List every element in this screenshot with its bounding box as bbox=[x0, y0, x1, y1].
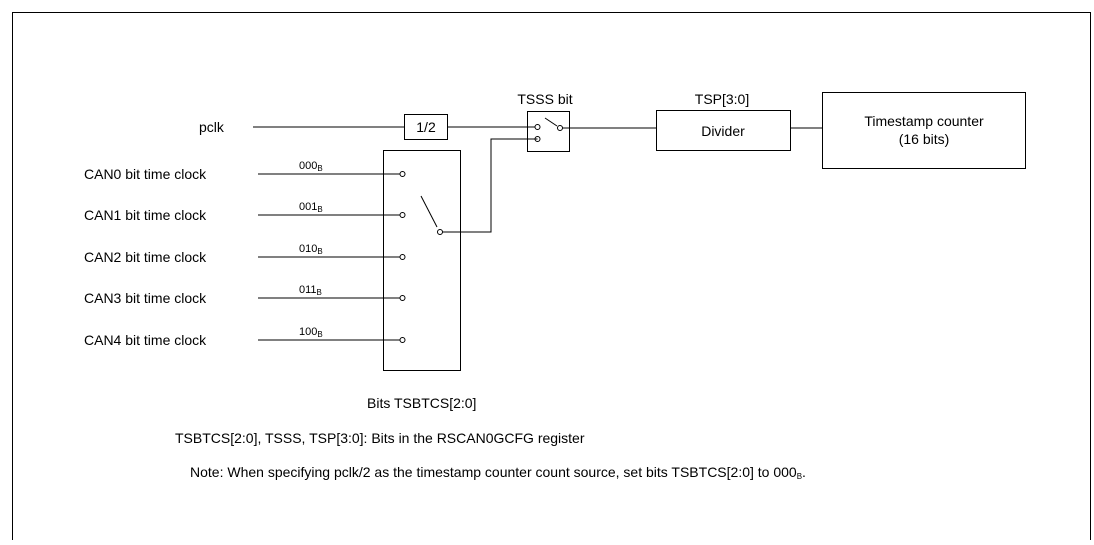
can2-label: CAN2 bit time clock bbox=[84, 249, 207, 265]
can4-input: CAN4 bit time clock 100B bbox=[84, 326, 406, 348]
can1-input: CAN1 bit time clock 001B bbox=[84, 201, 406, 223]
can2-code: 010B bbox=[299, 243, 323, 256]
can0-code: 000B bbox=[299, 160, 323, 173]
tsss-switch-box bbox=[527, 111, 570, 152]
can1-contact bbox=[399, 212, 406, 218]
counter-title: Timestamp counter bbox=[864, 113, 984, 129]
can1-label: CAN1 bit time clock bbox=[84, 207, 207, 223]
selector-label: Bits TSBTCS[2:0] bbox=[367, 395, 476, 411]
can1-code: 001B bbox=[299, 201, 323, 214]
count-source-note: Note: When specifying pclk/2 as the time… bbox=[190, 464, 806, 481]
tsss-out-contact bbox=[557, 125, 563, 131]
tsbtcs-selector-box bbox=[383, 150, 461, 371]
can4-code: 100B bbox=[299, 326, 323, 339]
can3-contact bbox=[399, 295, 406, 301]
can4-label: CAN4 bit time clock bbox=[84, 332, 207, 348]
can3-label: CAN3 bit time clock bbox=[84, 290, 207, 306]
timestamp-counter-box bbox=[822, 92, 1026, 169]
can0-input: CAN0 bit time clock 000B bbox=[84, 160, 406, 182]
divider-label: Divider bbox=[701, 123, 745, 139]
half-divider-box bbox=[404, 114, 448, 140]
half-divider-label: 1/2 bbox=[416, 119, 436, 135]
selector-arm bbox=[420, 195, 438, 228]
selector-out-contact bbox=[437, 229, 443, 235]
tsss-label: TSSS bit bbox=[517, 91, 572, 107]
can3-input: CAN3 bit time clock 011B bbox=[84, 284, 406, 306]
outer-frame bbox=[12, 12, 1091, 545]
pclk-label: pclk bbox=[199, 119, 225, 135]
can0-contact bbox=[399, 171, 406, 177]
can4-contact bbox=[399, 337, 406, 343]
can2-input: CAN2 bit time clock 010B bbox=[84, 243, 406, 265]
counter-subtitle: (16 bits) bbox=[899, 131, 950, 147]
divider-box bbox=[656, 110, 791, 151]
tsp-label: TSP[3:0] bbox=[695, 91, 749, 107]
selector-to-tsss-wire bbox=[442, 138, 538, 233]
can3-code: 011B bbox=[299, 284, 322, 297]
can2-contact bbox=[399, 254, 406, 260]
register-note: TSBTCS[2:0], TSSS, TSP[3:0]: Bits in the… bbox=[175, 430, 585, 446]
tsss-in-top-contact bbox=[534, 124, 541, 130]
can0-label: CAN0 bit time clock bbox=[84, 166, 207, 182]
tsss-switch-arm bbox=[544, 117, 558, 127]
